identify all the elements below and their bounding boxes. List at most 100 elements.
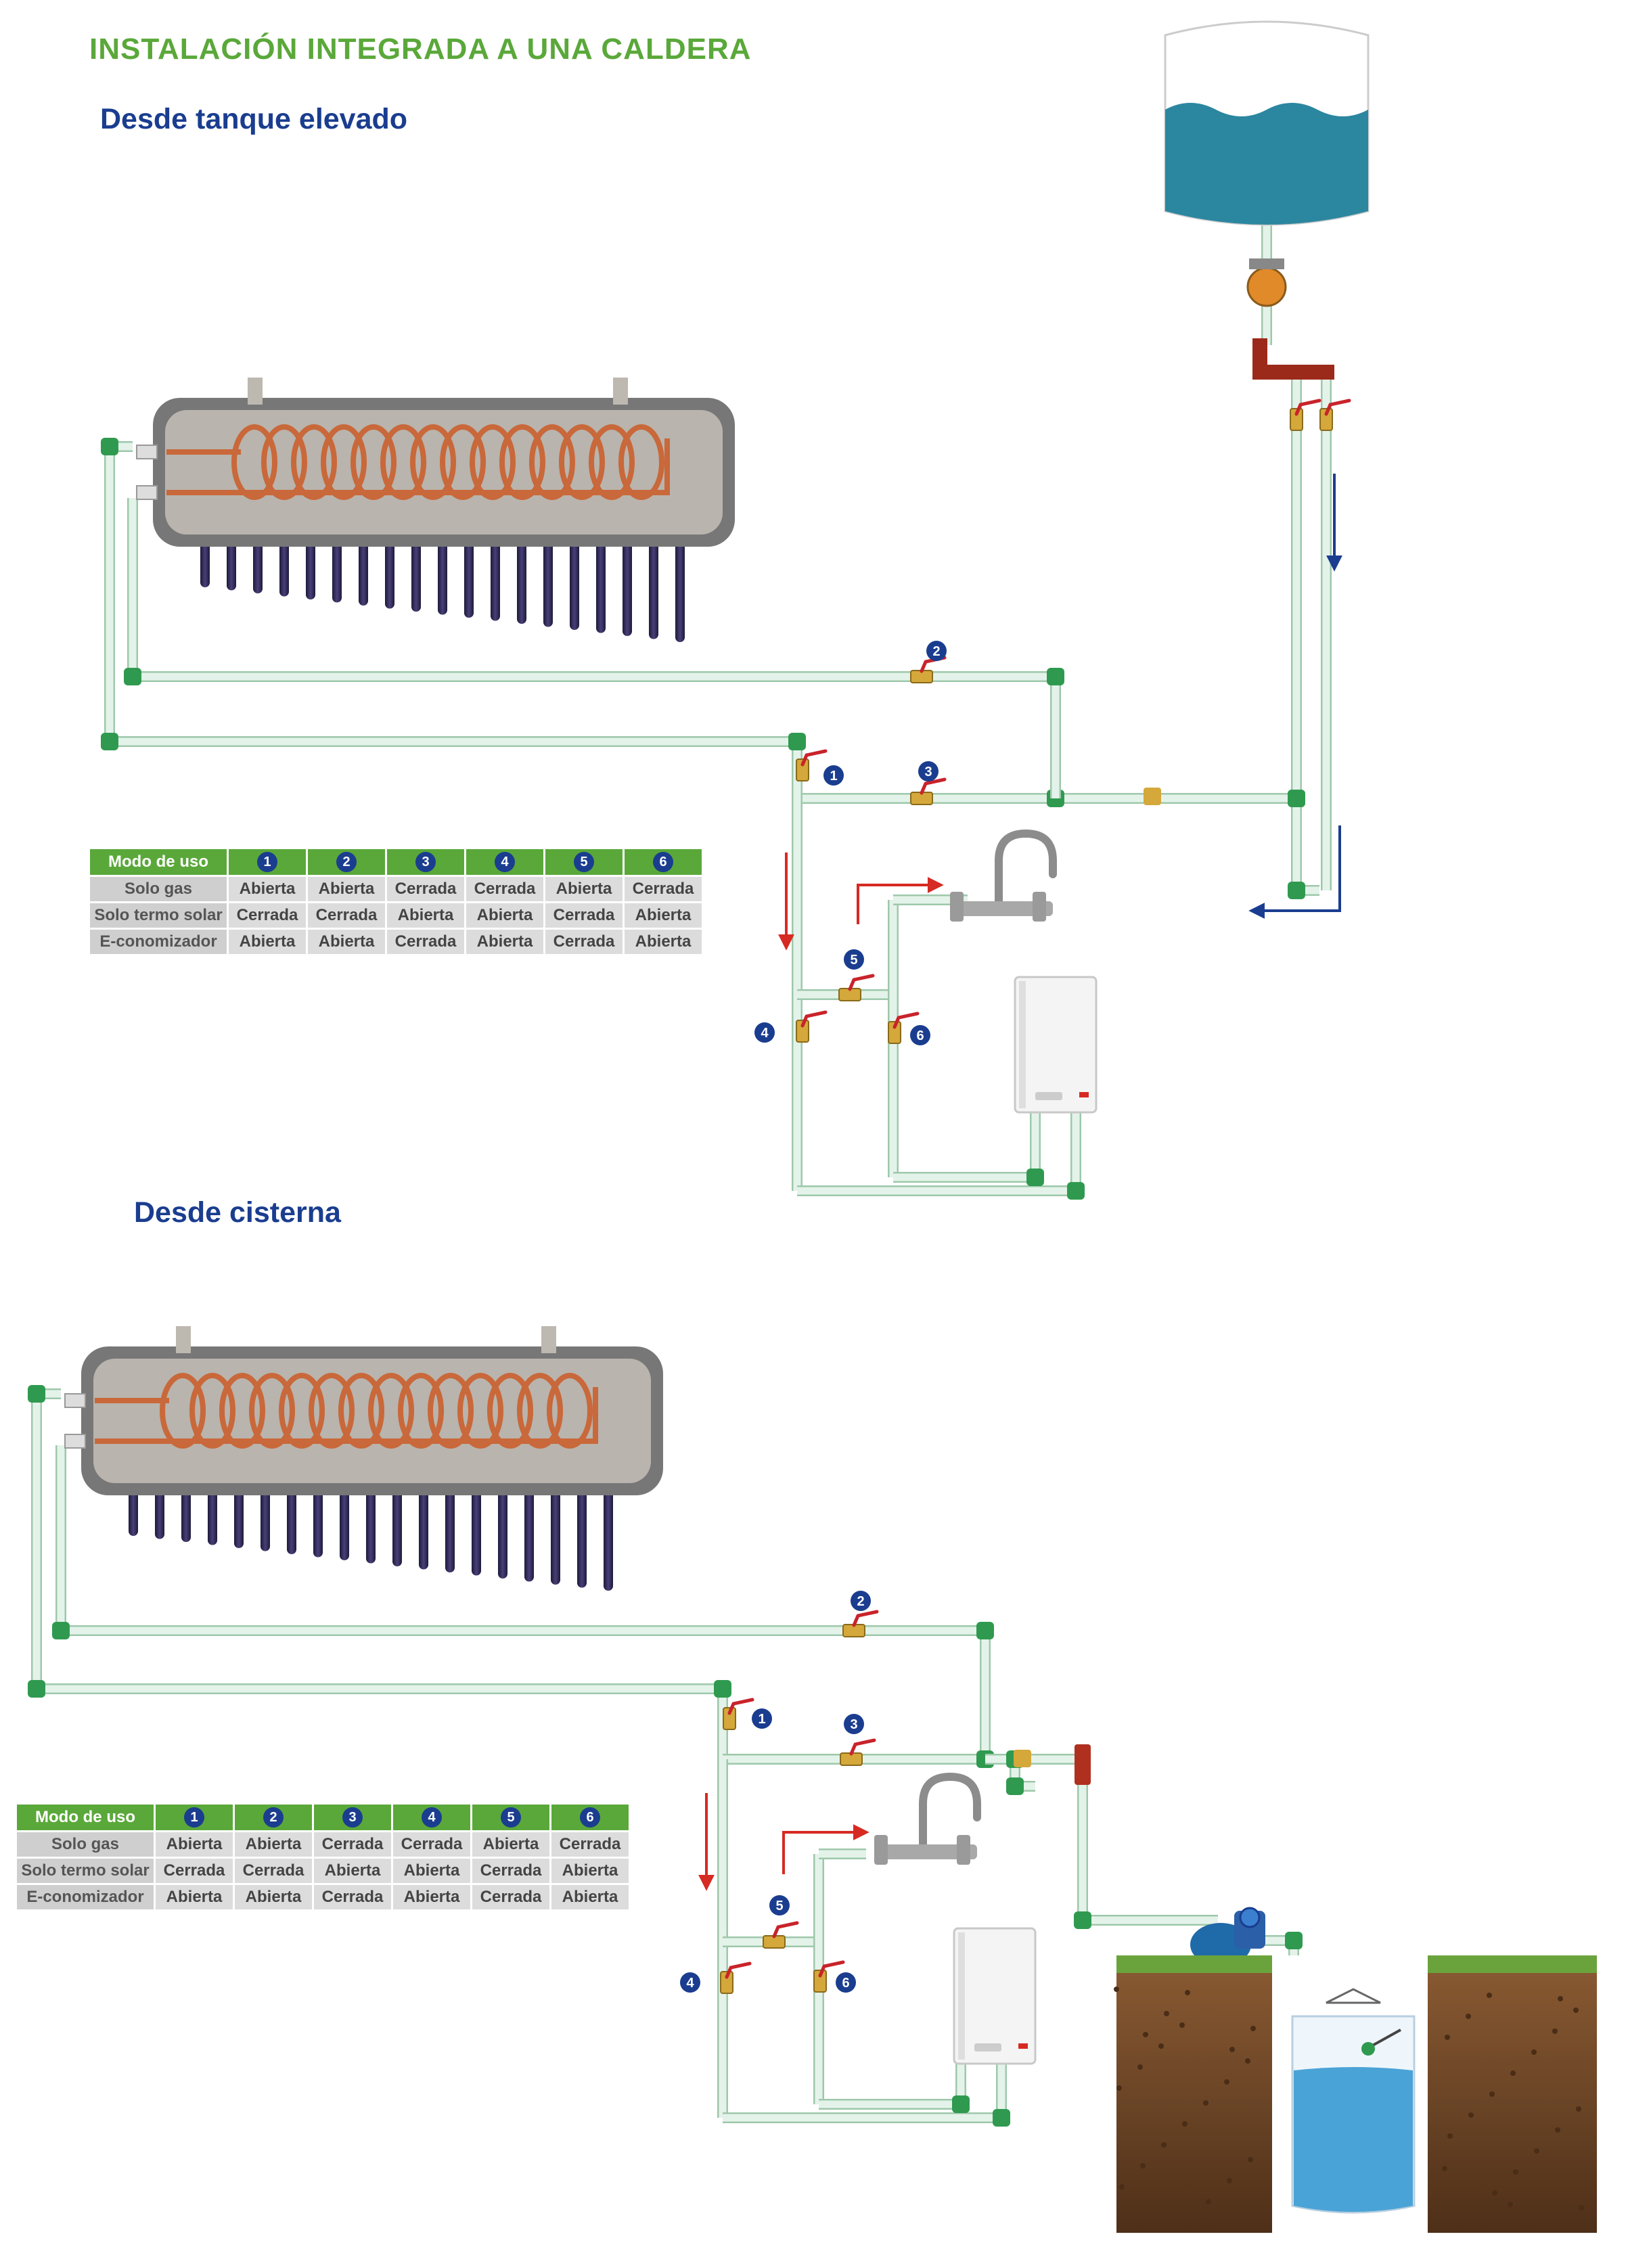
faucet-icon bbox=[950, 829, 1057, 922]
table-cell-valve-state: Abierta bbox=[308, 877, 385, 901]
table-header-valve-2: 2 bbox=[235, 1805, 312, 1830]
soil-stone bbox=[1555, 2127, 1560, 2133]
table-cell-valve-state: Abierta bbox=[551, 1885, 629, 1909]
soil-stone bbox=[1182, 2121, 1188, 2127]
pipe-elbow bbox=[101, 438, 118, 455]
soil-stone bbox=[1576, 2106, 1581, 2112]
table-cell-valve-state: Abierta bbox=[387, 903, 464, 928]
table-row-mode: Solo termo solar bbox=[90, 903, 227, 928]
valve-handle bbox=[800, 1010, 828, 1028]
table-header-mode: Modo de uso bbox=[17, 1805, 154, 1830]
coil-loop bbox=[398, 1373, 444, 1449]
float-ball bbox=[1361, 2042, 1375, 2056]
port bbox=[64, 1393, 86, 1408]
pipe-fill bbox=[57, 1445, 989, 1752]
boiler-logo bbox=[1079, 1092, 1089, 1097]
table-cell-valve-state: Abierta bbox=[472, 1832, 549, 1857]
cistern-icon bbox=[1114, 1955, 1597, 2233]
soil-stone bbox=[1248, 2157, 1253, 2162]
coil-loop bbox=[189, 1373, 235, 1449]
table-cell-valve-state: Abierta bbox=[466, 903, 543, 928]
table-cell-valve-state: Cerrada bbox=[545, 930, 623, 954]
pipe-network-top bbox=[101, 223, 1351, 1200]
valve-icon bbox=[813, 1960, 845, 1993]
soil-stone bbox=[1513, 2169, 1518, 2175]
soil-stone bbox=[1508, 2202, 1513, 2207]
soil-stone bbox=[1573, 2008, 1579, 2013]
valve-icon bbox=[1319, 399, 1351, 431]
valve-number-label: 6 bbox=[842, 1976, 849, 1991]
valve-handle bbox=[727, 1698, 754, 1715]
valve-number-badge bbox=[926, 641, 947, 661]
section-title-cistern: Desde cisterna bbox=[134, 1196, 341, 1229]
boiler-display bbox=[974, 2043, 1001, 2051]
soil-stone bbox=[1489, 2091, 1495, 2097]
table-cell-valve-state: Abierta bbox=[156, 1885, 233, 1909]
cistern-cap bbox=[1326, 1988, 1381, 2004]
coil-loop bbox=[410, 424, 456, 500]
soil-stone bbox=[1442, 2166, 1447, 2171]
pipe-elbow bbox=[124, 668, 141, 685]
valve-handle bbox=[772, 1921, 799, 1938]
pipe-elbow bbox=[1026, 1169, 1044, 1186]
table-cell-valve-state: Abierta bbox=[393, 1885, 470, 1909]
valve-number-label: 2 bbox=[857, 1594, 864, 1609]
pipe-elbow bbox=[28, 1680, 45, 1698]
valve-icon bbox=[838, 974, 875, 1001]
valve-handle bbox=[818, 1960, 845, 1978]
table-row-mode: E-conomizador bbox=[17, 1885, 154, 1909]
coil-loop bbox=[547, 1373, 593, 1449]
table-cell-valve-state: Cerrada bbox=[387, 877, 464, 901]
water-meter-icon bbox=[1246, 267, 1287, 307]
faucet-knob bbox=[874, 1835, 888, 1865]
pipe bbox=[893, 1110, 1041, 1183]
valve-icon bbox=[796, 1010, 828, 1043]
soil-stone bbox=[1137, 2064, 1143, 2070]
coil-loop bbox=[499, 424, 545, 500]
soil-stone bbox=[1492, 2190, 1497, 2196]
soil-stone bbox=[1510, 2070, 1516, 2076]
coil-loop bbox=[321, 424, 367, 500]
soil-stone bbox=[1534, 2148, 1539, 2154]
coil-loop bbox=[487, 1373, 533, 1449]
table-cell-valve-state: Abierta bbox=[393, 1859, 470, 1883]
soil-stone bbox=[1487, 1993, 1492, 1998]
pipe-network-bottom bbox=[28, 1385, 1594, 2127]
valve-number-label: 3 bbox=[850, 1717, 857, 1732]
table-cell-valve-state: Abierta bbox=[545, 877, 623, 901]
pipe-fill bbox=[798, 379, 1301, 802]
coil-loop bbox=[160, 1373, 206, 1449]
pipe-fill bbox=[1079, 1759, 1218, 1924]
faucet-spout bbox=[919, 1772, 981, 1849]
soil-stone bbox=[1206, 2199, 1211, 2204]
valve-icon bbox=[720, 1961, 752, 1994]
soil-stone bbox=[1466, 2014, 1471, 2019]
table-cell-valve-state: Cerrada bbox=[387, 930, 464, 954]
table-row-mode: Solo termo solar bbox=[17, 1859, 154, 1883]
coil-loop bbox=[291, 424, 337, 500]
cistern-water bbox=[1294, 2067, 1413, 2212]
pipe bbox=[798, 379, 1302, 804]
valve-handle bbox=[892, 1012, 920, 1029]
valve-number-label: 1 bbox=[758, 1712, 765, 1727]
valve-icon bbox=[888, 1012, 920, 1044]
valve-icon bbox=[842, 1610, 879, 1637]
valve-number-label: 4 bbox=[761, 1026, 769, 1041]
table-header-valve-1: 1 bbox=[229, 849, 306, 875]
valve-icon bbox=[796, 749, 828, 781]
coil-loop bbox=[231, 424, 277, 500]
table-header-valve-4: 4 bbox=[393, 1805, 470, 1830]
valve-number-label: 1 bbox=[830, 769, 837, 784]
coil-loop bbox=[351, 424, 397, 500]
pipe-elbow bbox=[28, 1385, 45, 1403]
table-header-valve-6: 6 bbox=[625, 849, 702, 875]
faucet-spout bbox=[995, 829, 1057, 905]
valve-number-badge bbox=[844, 949, 864, 970]
